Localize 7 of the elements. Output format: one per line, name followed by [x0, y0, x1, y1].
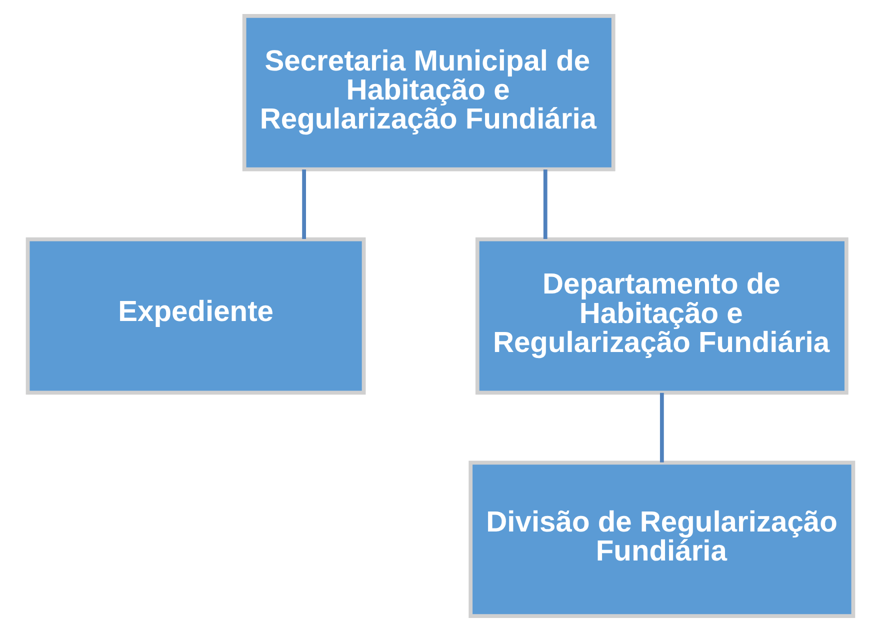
node-box: Divisão de Regularização Fundiária [468, 460, 856, 618]
node-box: Departamento de Habitação e Regularização Fundiária [475, 237, 848, 395]
node-box: Secretaria Municipal de Habitação e Regularização Fundiária [242, 14, 616, 172]
connector [543, 170, 548, 239]
connector [302, 170, 306, 239]
connector [660, 392, 664, 462]
node-box: Expediente [26, 237, 366, 395]
